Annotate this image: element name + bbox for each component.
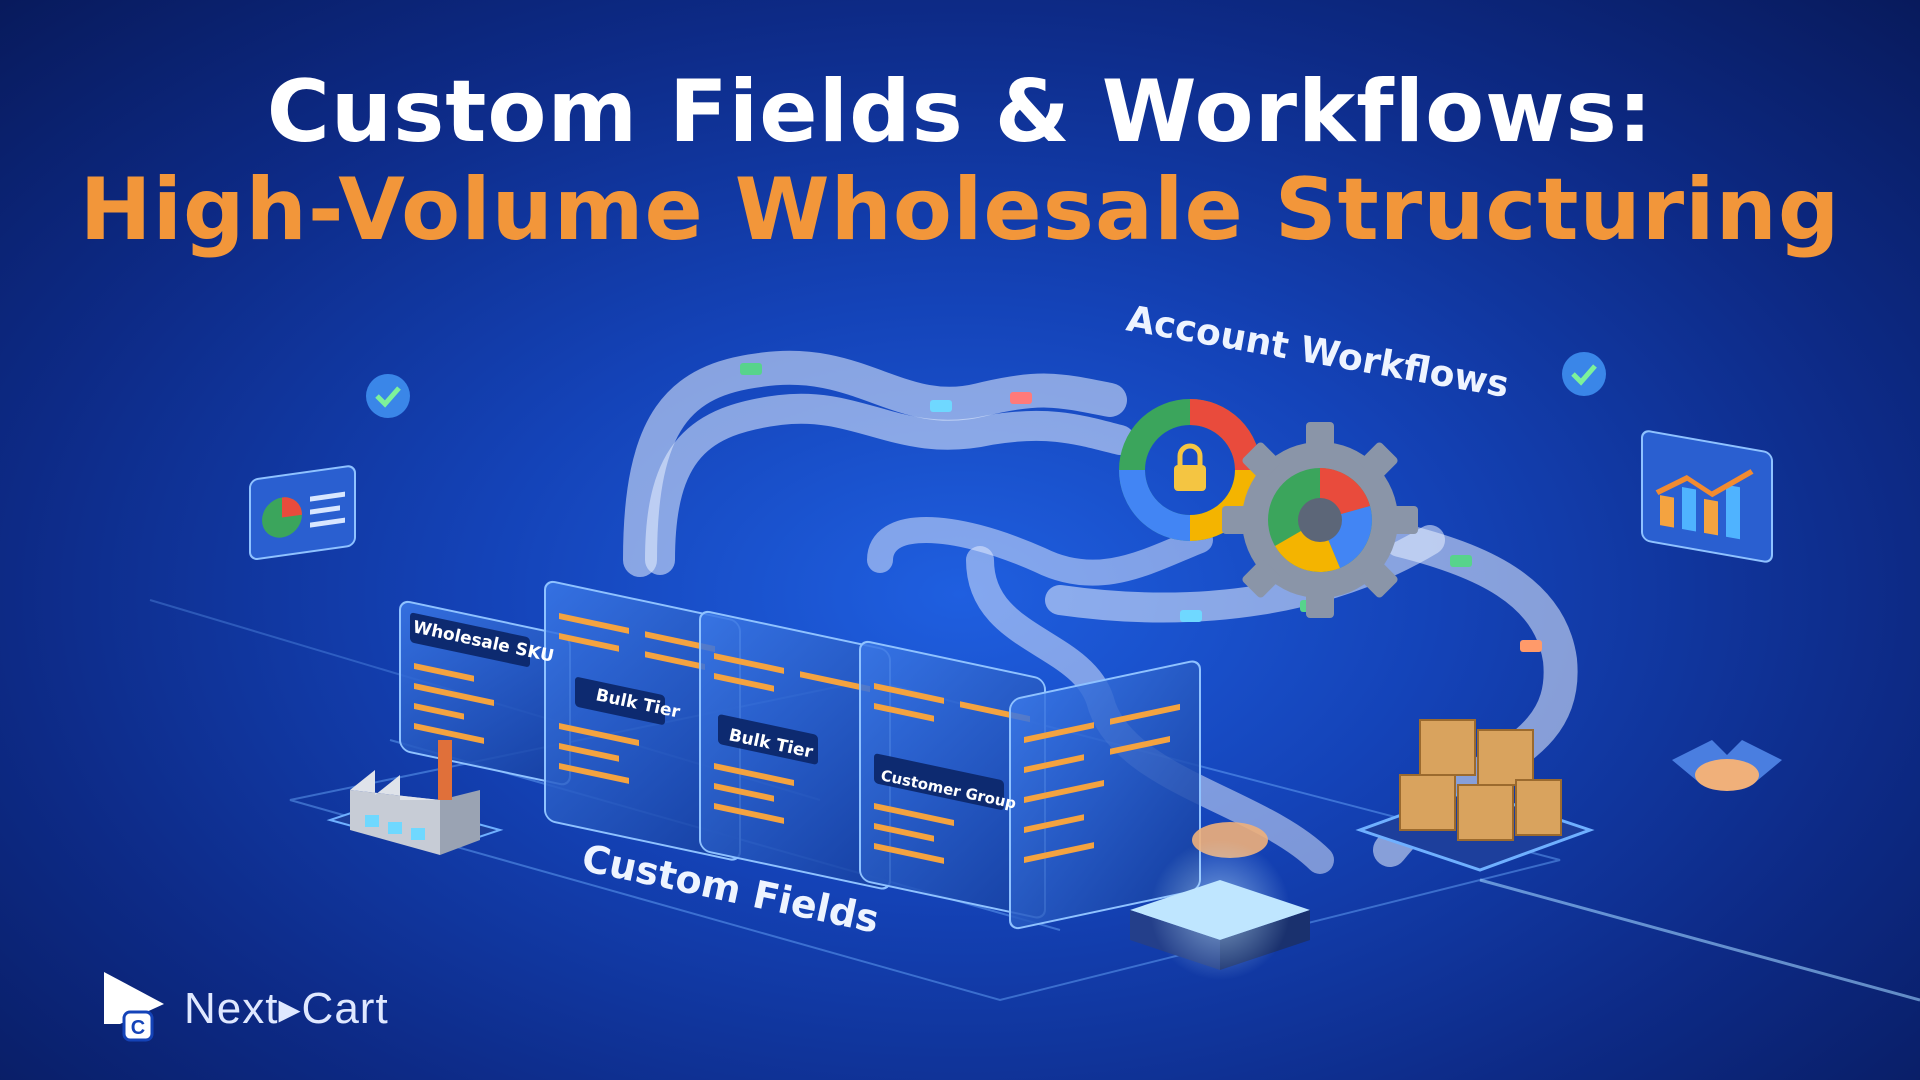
- glowing-device: [1130, 840, 1310, 980]
- panel-customer-group: [859, 640, 1046, 919]
- factory-icon: [326, 740, 504, 855]
- gear-icon: [1222, 422, 1418, 618]
- logo-text: Next▸Cart: [184, 983, 389, 1033]
- check-icon: [366, 374, 410, 418]
- title-line-1: Custom Fields & Workflows:: [266, 62, 1654, 162]
- label-account-workflows: Account Workflows: [1123, 298, 1511, 406]
- panel-bulk-tier-1: [544, 580, 741, 861]
- svg-text:C: C: [131, 1017, 145, 1039]
- pipe-data-packets: [740, 363, 1542, 652]
- boxes-icon: [1355, 719, 1595, 872]
- panel-bulk-tier-2: [699, 610, 891, 890]
- title-line-2: High-Volume Wholesale Structuring: [79, 160, 1841, 260]
- panel-wholesale-sku: [399, 600, 571, 786]
- handshake-icon: [1672, 740, 1782, 791]
- check-icon: [1562, 352, 1606, 396]
- logo: C Next▸Cart: [100, 968, 389, 1048]
- light-streak: [1479, 878, 1920, 1002]
- bar-chart-icon: [1641, 430, 1773, 563]
- nextcart-logo-icon: C: [104, 972, 164, 1042]
- field-panels: [399, 580, 1201, 930]
- panel-last: [1009, 660, 1201, 930]
- pie-chart-icon: [249, 465, 356, 560]
